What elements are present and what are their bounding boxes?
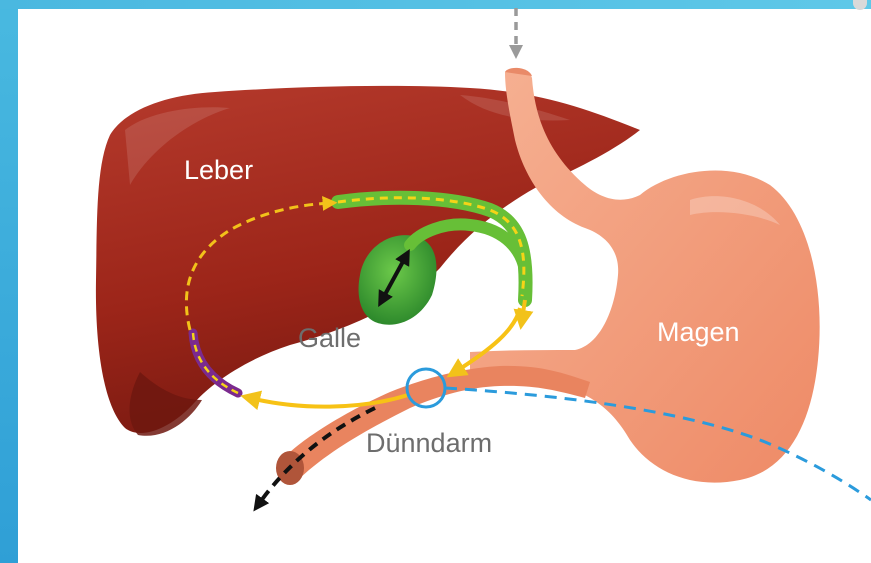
- small-intestine-label: Dünndarm: [366, 430, 492, 457]
- small-intestine: [276, 366, 590, 485]
- gallbladder-label: Galle: [298, 325, 361, 352]
- liver-label: Leber: [184, 157, 253, 184]
- stomach-label: Magen: [657, 319, 740, 346]
